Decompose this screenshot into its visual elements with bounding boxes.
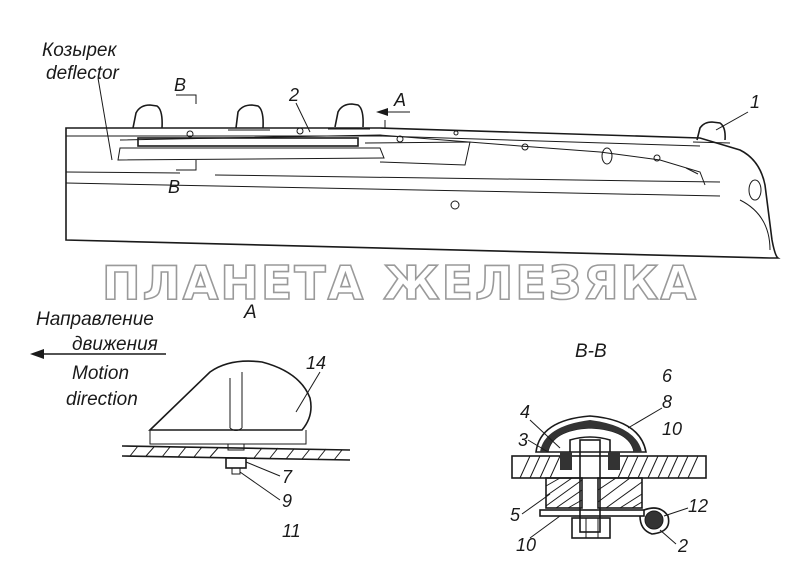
callout-bb-10b: 10 — [516, 535, 536, 555]
callout-bb-12-leader — [663, 507, 689, 517]
callout-bb-10a: 10 — [662, 419, 682, 439]
deflector-label-ru: Козырек — [42, 40, 117, 61]
callout-bb-3: 3 — [518, 430, 528, 450]
view-a-arrow — [376, 108, 410, 128]
callout-bb-2: 2 — [677, 536, 688, 556]
marker-light-3 — [328, 103, 370, 130]
callout-9: 9 — [282, 491, 292, 511]
callout-bb-8-leader — [627, 407, 663, 429]
callout-bb-10b-leader — [529, 515, 561, 539]
marker-light-1 — [128, 104, 170, 129]
callout-bb-12: 12 — [688, 496, 708, 516]
callout-bb-4-leader — [529, 419, 561, 449]
callout-bb-2-leader — [659, 529, 677, 545]
deflector-label-en: deflector — [46, 63, 120, 84]
callout-bb-6: 6 — [662, 366, 673, 386]
callout-bb-4: 4 — [520, 402, 530, 422]
callout-bb-8: 8 — [662, 392, 672, 412]
direction-label-ru-1: Направление — [36, 309, 154, 330]
section-b-bottom-label: B — [168, 177, 180, 197]
callout-bb-5-leader — [521, 493, 551, 515]
callout-2: 2 — [288, 85, 299, 105]
callout-14-leader — [295, 371, 321, 413]
marker-light-4 — [692, 121, 731, 144]
direction-label-en-2: direction — [66, 389, 138, 410]
callout-7-leader — [245, 461, 281, 477]
direction-label-en-1: Motion — [72, 363, 129, 384]
section-bb-drawing — [511, 415, 707, 539]
view-a-title: A — [243, 302, 257, 323]
view-a-arrow-label: A — [393, 90, 406, 110]
deflector-leader — [97, 77, 113, 161]
callout-1: 1 — [750, 92, 760, 112]
callout-bb-5: 5 — [510, 505, 521, 525]
callout-7: 7 — [282, 467, 293, 487]
callout-9-leader — [239, 471, 281, 501]
section-b-marker — [176, 94, 197, 171]
callout-14: 14 — [306, 353, 326, 373]
deflector-assembly — [65, 103, 781, 259]
marker-light-2 — [228, 104, 270, 131]
motion-direction-arrow — [30, 349, 166, 359]
callout-1-leader — [715, 111, 749, 131]
callout-2-leader — [295, 102, 311, 133]
section-b-top-label: B — [174, 75, 186, 95]
callout-bb-3-leader — [527, 439, 549, 453]
callout-11: 11 — [282, 521, 301, 541]
watermark-text: ПЛАНЕТА ЖЕЛЕЗЯКА — [102, 256, 698, 310]
marker-light-side-view — [121, 360, 351, 475]
direction-label-ru-2: движения — [72, 334, 158, 355]
section-bb-title: B-B — [575, 341, 607, 362]
